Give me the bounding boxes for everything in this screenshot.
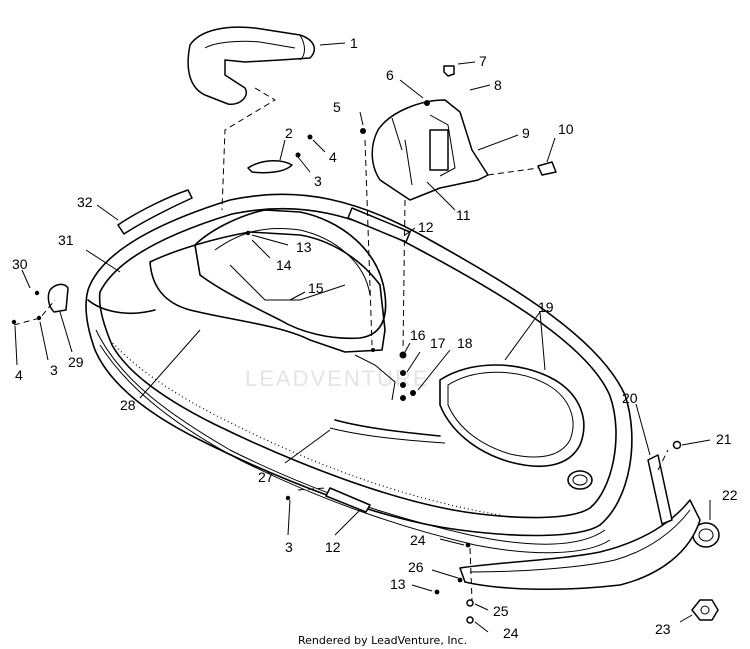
fasteners [11, 65, 682, 624]
label-3: 3 [314, 173, 322, 189]
label-21: 21 [716, 431, 732, 447]
footer-credit: Rendered by LeadVenture, Inc. [298, 634, 467, 647]
grab-handle [187, 26, 316, 105]
label-6: 6 [386, 67, 394, 83]
label-4: 4 [329, 149, 337, 165]
label-25: 25 [493, 603, 509, 619]
label-10: 10 [558, 121, 574, 137]
label-18: 18 [457, 335, 473, 351]
label-20: 20 [622, 390, 638, 406]
label-17: 17 [430, 335, 446, 351]
label-8: 8 [494, 77, 502, 93]
side-plate [47, 283, 69, 313]
label-4-left: 4 [15, 367, 23, 383]
assembly-lines [13, 87, 539, 601]
label-24: 24 [410, 532, 426, 548]
decal-part [537, 161, 557, 176]
label-12-bottom: 12 [325, 539, 341, 555]
label-13-lower: 13 [390, 576, 406, 592]
label-2: 2 [285, 125, 293, 141]
label-5: 5 [333, 99, 341, 115]
leader-lines [14, 42, 711, 633]
label-3-bottom: 3 [285, 539, 293, 555]
label-12: 12 [418, 219, 434, 235]
label-30: 30 [12, 256, 28, 272]
watermark-text: LEADVENTURE [245, 366, 430, 391]
label-3-left: 3 [50, 362, 58, 378]
label-1: 1 [350, 35, 358, 51]
label-11: 11 [456, 207, 471, 223]
label-27: 27 [258, 469, 274, 485]
callout-labels: 1 2 3 4 5 6 7 8 9 10 11 12 13 14 15 16 1… [12, 35, 738, 641]
label-15: 15 [308, 280, 324, 296]
label-9: 9 [522, 125, 530, 141]
label-31: 31 [58, 232, 74, 248]
label-13: 13 [296, 239, 312, 255]
label-19: 19 [538, 299, 554, 315]
label-23: 23 [655, 621, 671, 637]
trim-strip [325, 207, 411, 513]
label-7: 7 [479, 53, 487, 69]
drain-plug [692, 522, 720, 548]
label-28: 28 [120, 397, 136, 413]
label-29: 29 [68, 354, 84, 370]
hex-nut [691, 599, 719, 621]
label-14: 14 [276, 257, 292, 273]
label-22: 22 [722, 487, 738, 503]
cover-pad [247, 160, 293, 174]
label-24-lower: 24 [503, 625, 519, 641]
label-32: 32 [77, 194, 93, 210]
sponson [459, 449, 701, 591]
label-26: 26 [408, 559, 424, 575]
gunwale-trim [117, 189, 193, 235]
label-16: 16 [410, 327, 426, 343]
